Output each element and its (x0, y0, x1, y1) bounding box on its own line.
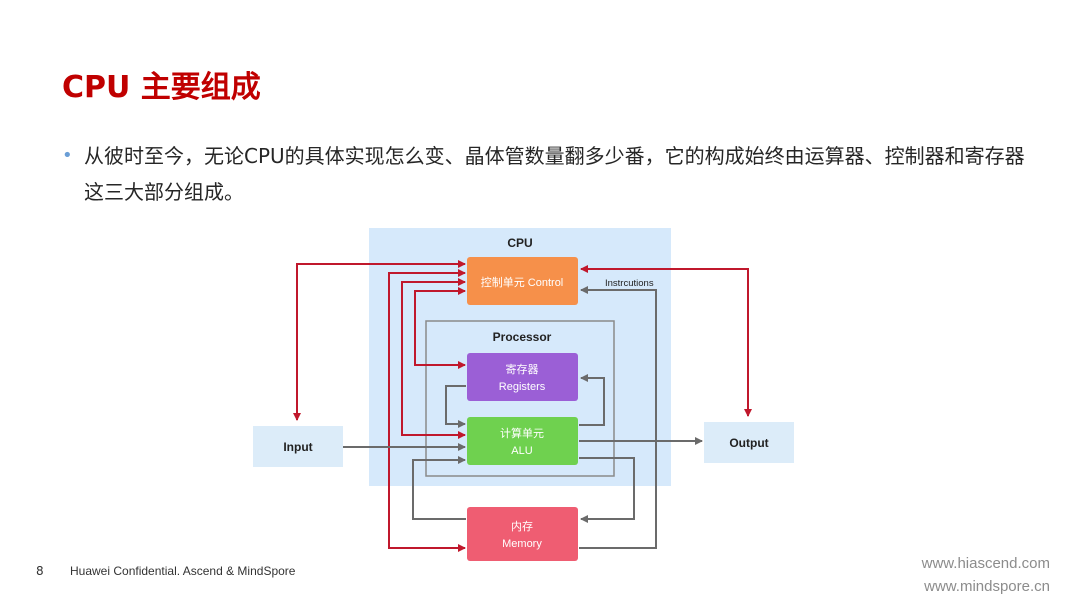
bullet-dot-icon: • (62, 145, 73, 166)
page-number: 8 (36, 564, 44, 578)
input-label: Input (283, 440, 312, 454)
hiascend-link[interactable]: www.hiascend.com (921, 555, 1050, 572)
registers-box (467, 353, 578, 401)
registers-alu-arrow (445, 385, 466, 428)
alu-memory-arrow (579, 457, 635, 523)
memory-label-en: Memory (502, 538, 542, 550)
alu-label-en: ALU (511, 445, 532, 457)
alu-registers-arrow (579, 374, 605, 426)
control-alu-arrow (401, 278, 466, 439)
control-unit-label: 控制单元 Control (481, 275, 564, 289)
control-unit-box (467, 257, 578, 305)
memory-alu-arrow (412, 456, 466, 520)
cpu-label: CPU (507, 236, 532, 250)
output-box (704, 422, 794, 463)
bullet-text: 从彼时至今，无论CPU的具体实现怎么变、晶体管数量翻多少番，它的构成始终由运算器… (84, 144, 1025, 204)
alu-box (467, 417, 578, 465)
control-memory-arrow (388, 269, 466, 552)
alu-label-cn: 计算单元 (500, 426, 544, 440)
bullet-item: • 从彼时至今，无论CPU的具体实现怎么变、晶体管数量翻多少番，它的构成始终由运… (62, 138, 1042, 210)
memory-control-arrow (579, 286, 657, 549)
slide-title: CPU 主要组成 (62, 70, 261, 105)
input-box (253, 426, 343, 467)
registers-label-cn: 寄存器 (506, 362, 539, 376)
memory-box (467, 507, 578, 561)
instructions-label: Instrcutions (605, 278, 654, 289)
mindspore-link[interactable]: www.mindspore.cn (924, 578, 1050, 595)
control-registers-arrow (414, 287, 466, 369)
registers-label-en: Registers (499, 381, 546, 393)
memory-label-cn: 内存 (511, 519, 533, 533)
control-output-arrow (580, 265, 752, 417)
control-input-arrow (293, 260, 466, 421)
output-label: Output (729, 436, 768, 450)
confidential-label: Huawei Confidential. Ascend & MindSpore (70, 564, 296, 578)
processor-label: Processor (493, 330, 552, 344)
